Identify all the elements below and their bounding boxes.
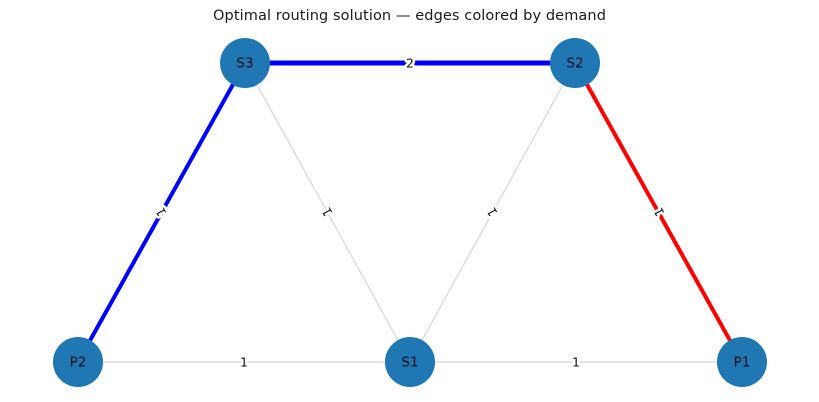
node-s3[interactable]: S3 bbox=[220, 38, 270, 88]
edges-layer bbox=[76, 60, 744, 364]
node-s2[interactable]: S2 bbox=[550, 38, 600, 88]
node-s2-circle[interactable] bbox=[550, 38, 600, 88]
edge-s3-p2[interactable] bbox=[76, 61, 247, 364]
node-s1-circle[interactable] bbox=[385, 337, 435, 387]
node-p2-circle[interactable] bbox=[53, 337, 103, 387]
node-p1-circle[interactable] bbox=[717, 337, 767, 387]
node-s1[interactable]: S1 bbox=[385, 337, 435, 387]
node-s3-circle[interactable] bbox=[220, 38, 270, 88]
edge-s2-p1[interactable] bbox=[573, 61, 744, 364]
node-p1[interactable]: P1 bbox=[717, 337, 767, 387]
edge-s3-s1[interactable] bbox=[244, 62, 411, 363]
node-p2[interactable]: P2 bbox=[53, 337, 103, 387]
page-title: Optimal routing solution — edges colored… bbox=[213, 8, 606, 24]
edge-s2-s1[interactable] bbox=[409, 62, 576, 363]
